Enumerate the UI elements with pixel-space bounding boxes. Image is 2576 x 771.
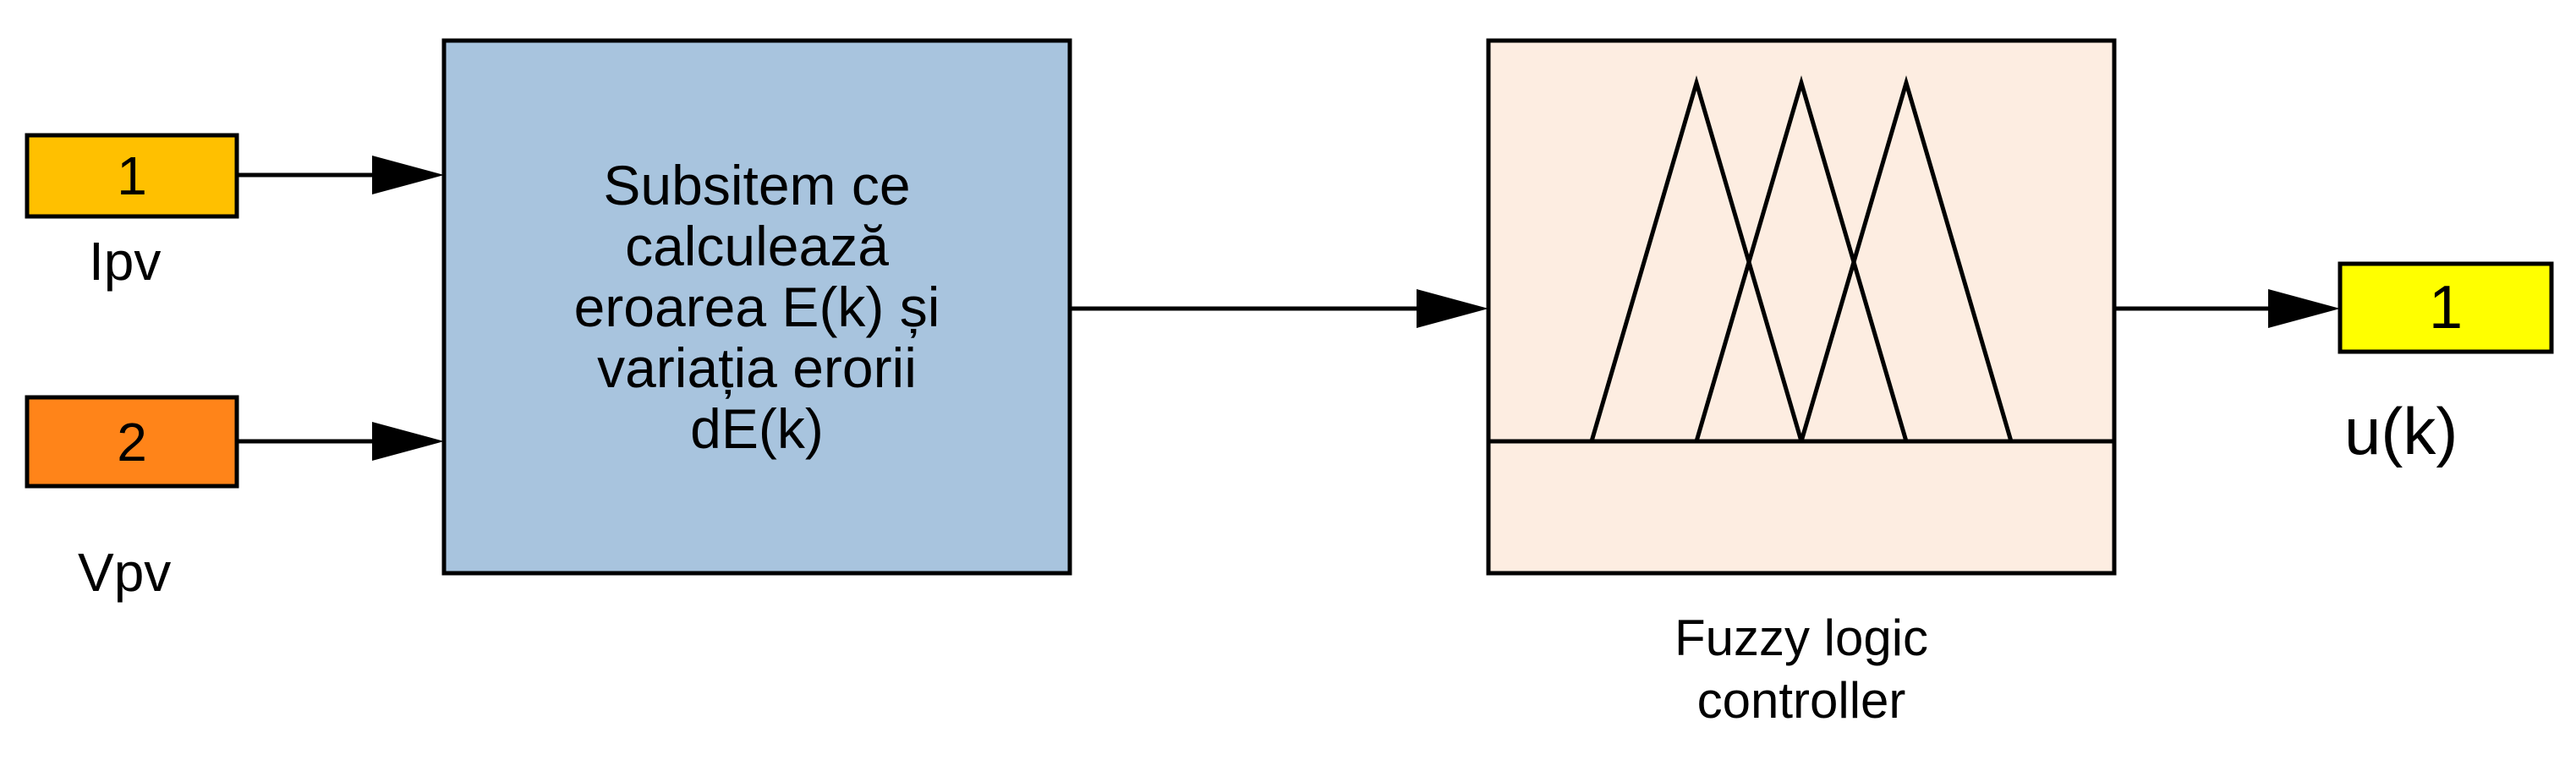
subsystem-line-4: variația erorii [597, 336, 917, 399]
subsystem-line-2: calculează [625, 215, 889, 277]
output-port-1[interactable] [2338, 261, 2554, 354]
arrowhead-ipv [372, 156, 444, 194]
input-port-1-label: Ipv [89, 231, 162, 292]
fuzzy-caption-line-1: Fuzzy logic [1674, 610, 1929, 666]
input-port-1[interactable] [25, 133, 239, 219]
output-port-1-label: u(k) [2344, 394, 2458, 468]
subsystem-description: Subsitem ce calculează eroarea E(k) și v… [444, 41, 1070, 573]
membership-triangle-2 [1694, 75, 1909, 442]
output-port-1-number: 1 [2428, 274, 2464, 342]
subsystem-block[interactable] [441, 38, 1072, 576]
arrowhead-vpv [372, 422, 444, 461]
arrowhead-subsystem [1417, 289, 1488, 328]
subsystem-line-1: Subsitem ce [603, 154, 911, 216]
subsystem-line-3: eroarea E(k) și [573, 276, 940, 338]
input-port-2-label: Vpv [78, 542, 172, 603]
input-port-2[interactable] [25, 395, 239, 489]
fuzzy-controller-caption: Fuzzy logic controller [1488, 607, 2114, 732]
input-port-2-number: 2 [117, 411, 147, 473]
subsystem-line-5: dE(k) [690, 397, 824, 460]
membership-triangle-3 [1799, 75, 2014, 442]
arrowhead-output [2268, 289, 2340, 328]
membership-functions-icon [1589, 75, 2014, 442]
fuzzy-controller-block[interactable] [1486, 38, 2117, 576]
membership-triangle-1 [1589, 75, 1804, 442]
fuzzy-caption-line-2: controller [1696, 672, 1906, 729]
input-port-1-number: 1 [117, 145, 147, 206]
